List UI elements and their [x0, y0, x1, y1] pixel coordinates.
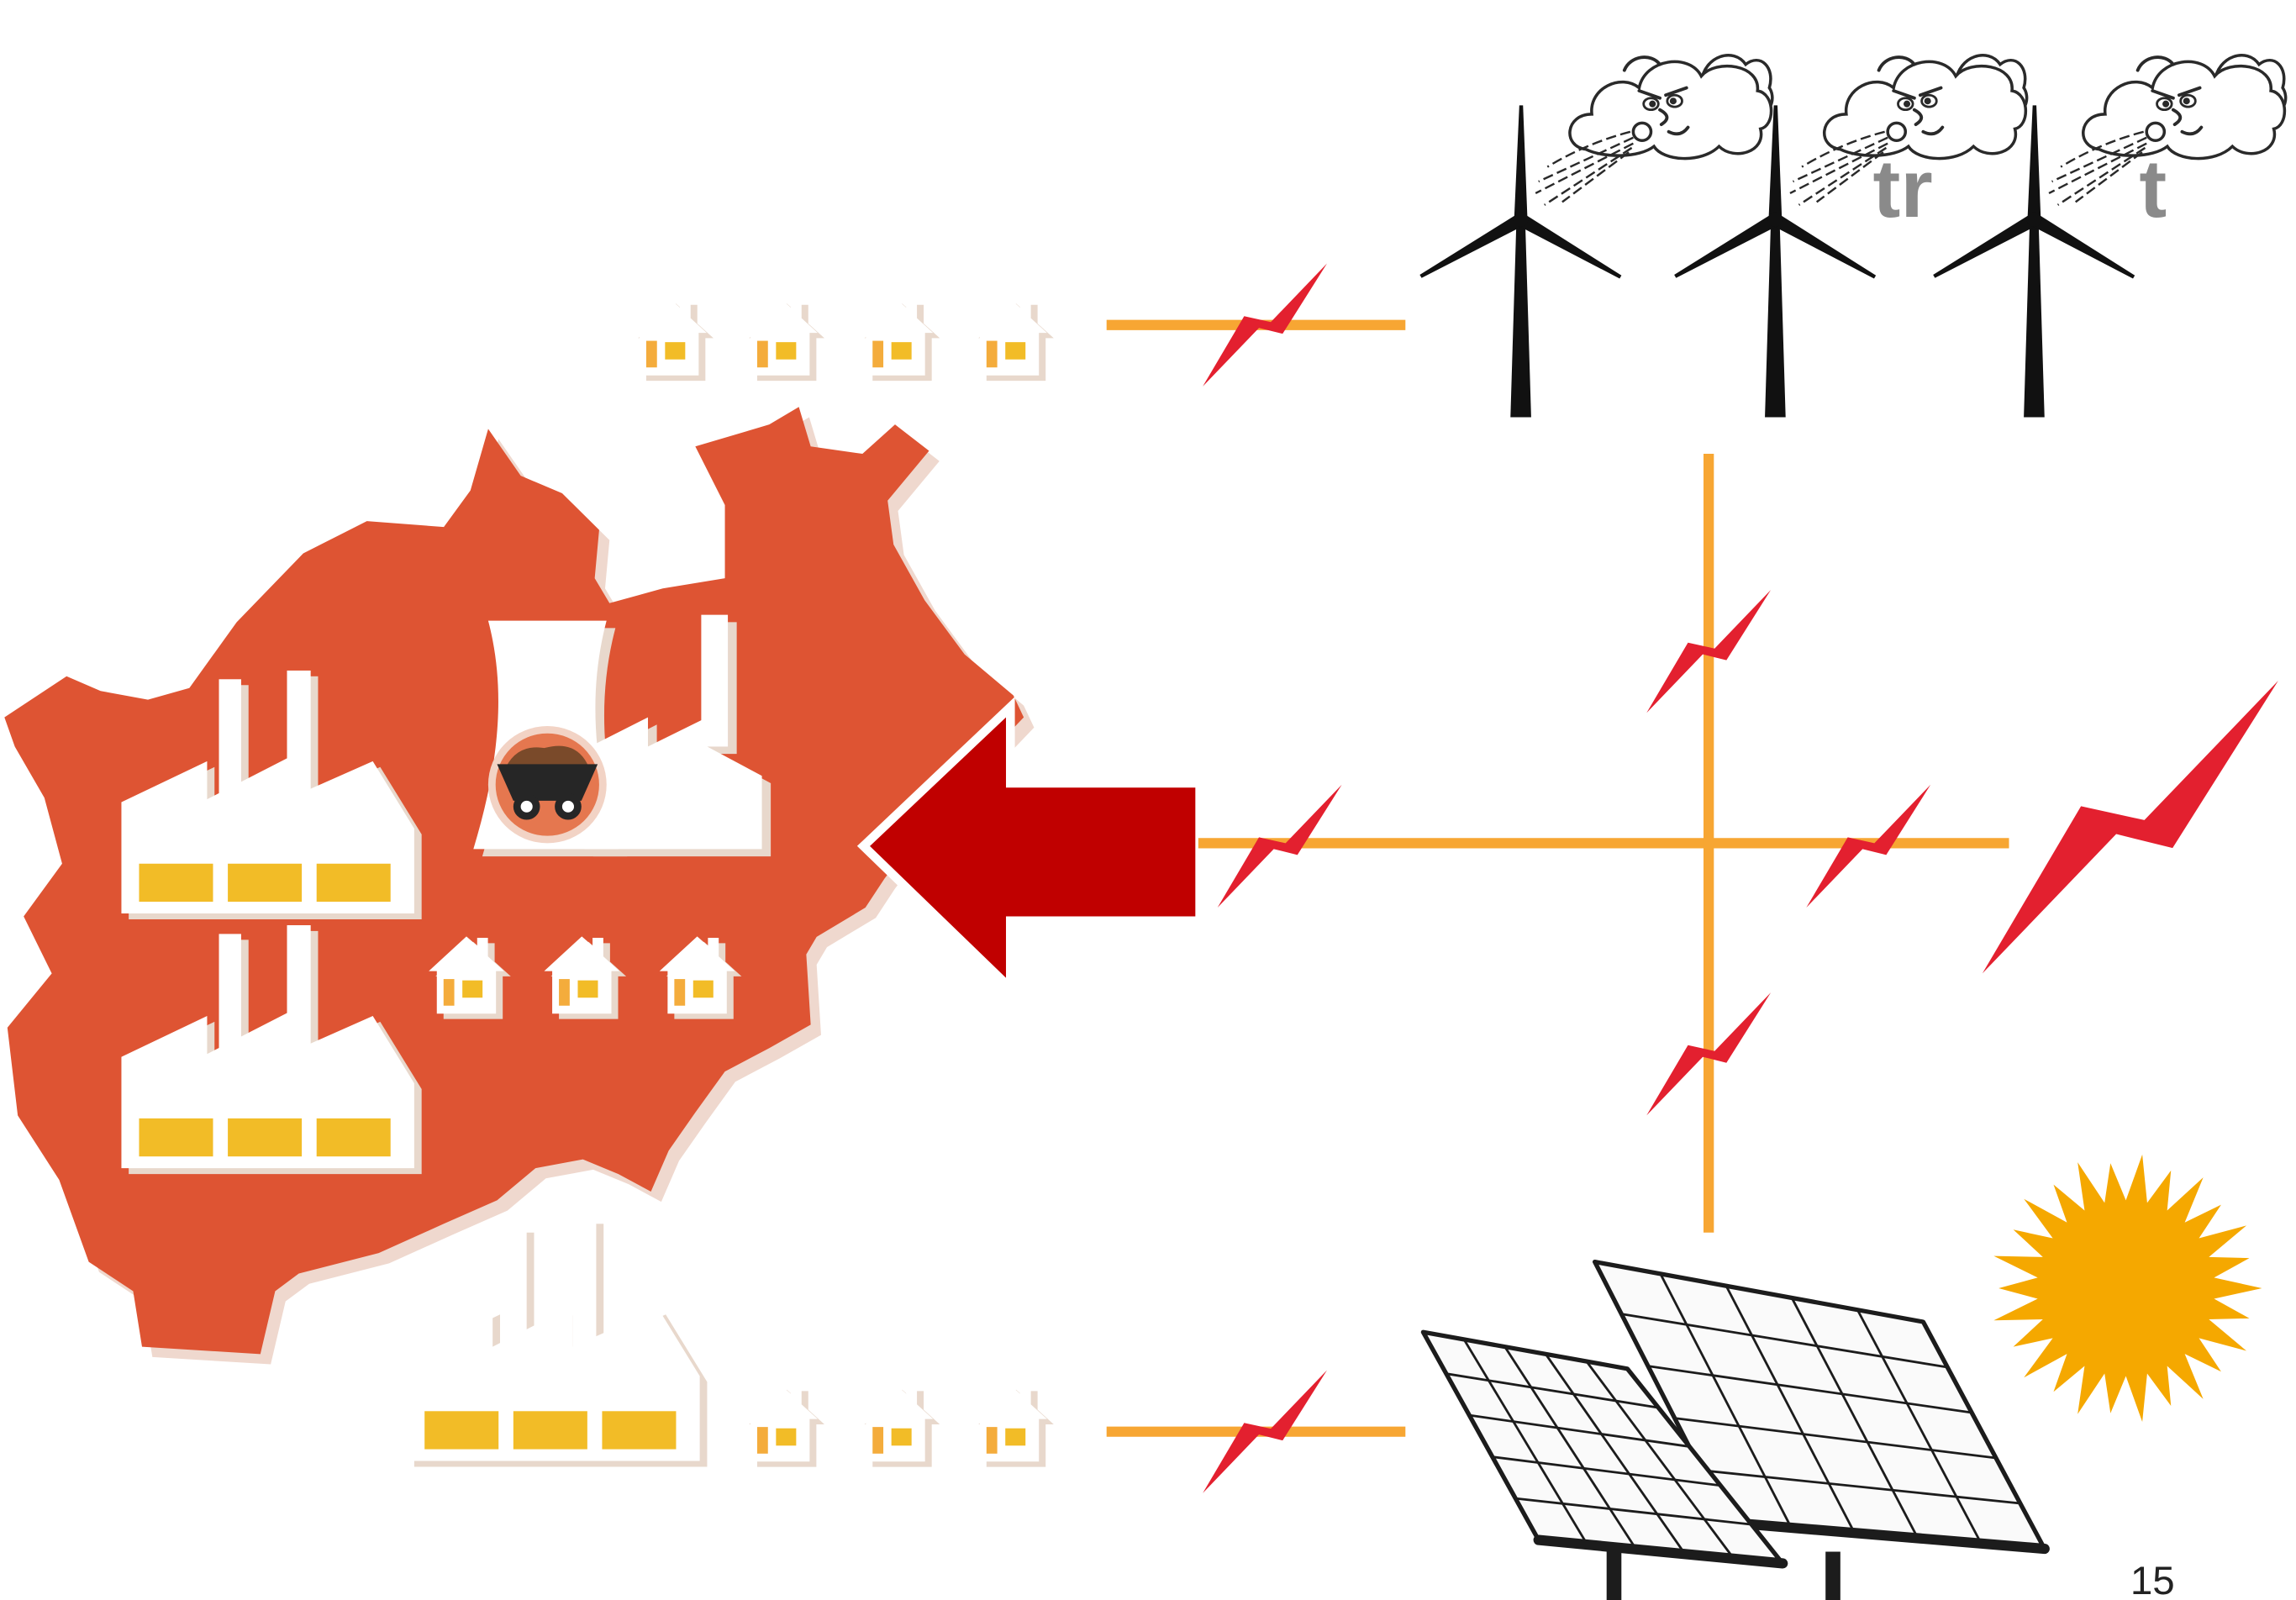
- overlay-letters-second: t: [2139, 142, 2167, 234]
- solar-cell-grid-line: [1462, 1339, 1589, 1545]
- solar-cell-grid-line: [1585, 1361, 1735, 1560]
- overlay-letters-first: tr: [1873, 142, 1933, 234]
- solar-cell-grid-line: [1790, 1297, 1919, 1539]
- solar-cell-grid-line: [1725, 1285, 1856, 1534]
- solar-panel-leg: [1606, 1539, 1622, 1600]
- solar-cell-grid-line: [1503, 1345, 1638, 1550]
- solar-cell-grid-line: [1659, 1273, 1793, 1529]
- plant-chimney: [701, 614, 729, 747]
- mine-cart-icon: [487, 726, 607, 844]
- solar-cell-grid-line: [1621, 1313, 1948, 1369]
- cart-body: [497, 764, 598, 801]
- sun-icon: [1993, 1154, 2262, 1422]
- cart-wheel-hub: [561, 800, 574, 813]
- solar-cell-grid-line: [1545, 1353, 1687, 1555]
- solar-panel-grid: [1446, 1339, 1752, 1560]
- power-plant-icon: [473, 614, 771, 857]
- solar-panel-rail: [1533, 1534, 1788, 1569]
- solar-panel-icon: [1420, 1259, 2050, 1600]
- solar-cell-grid-line: [1492, 1455, 1721, 1487]
- page-number: 15: [2130, 1559, 2175, 1600]
- arrow-left-icon: [856, 697, 1204, 999]
- solar-cell-grid-line: [1701, 1469, 2021, 1505]
- solar-cell-grid-line: [1446, 1372, 1659, 1409]
- solar-panel-grid: [1621, 1273, 2021, 1545]
- coal-heap: [506, 745, 589, 767]
- solar-cell-grid-line: [1674, 1417, 1997, 1460]
- solar-cell-grid-line: [1469, 1413, 1690, 1448]
- solar-panel-rail: [1722, 1517, 2050, 1555]
- cart-wheel-hub: [520, 800, 533, 813]
- solar-cell-grid-line: [1647, 1365, 1972, 1414]
- solar-cell-grid-line: [1856, 1309, 1983, 1545]
- plant-building: [584, 717, 762, 850]
- arrow-fill: [870, 717, 1196, 978]
- solar-panel-leg: [1825, 1551, 1840, 1600]
- solar-cell-grid-line: [1515, 1497, 1752, 1526]
- solar-panel-front: [1420, 1329, 1788, 1569]
